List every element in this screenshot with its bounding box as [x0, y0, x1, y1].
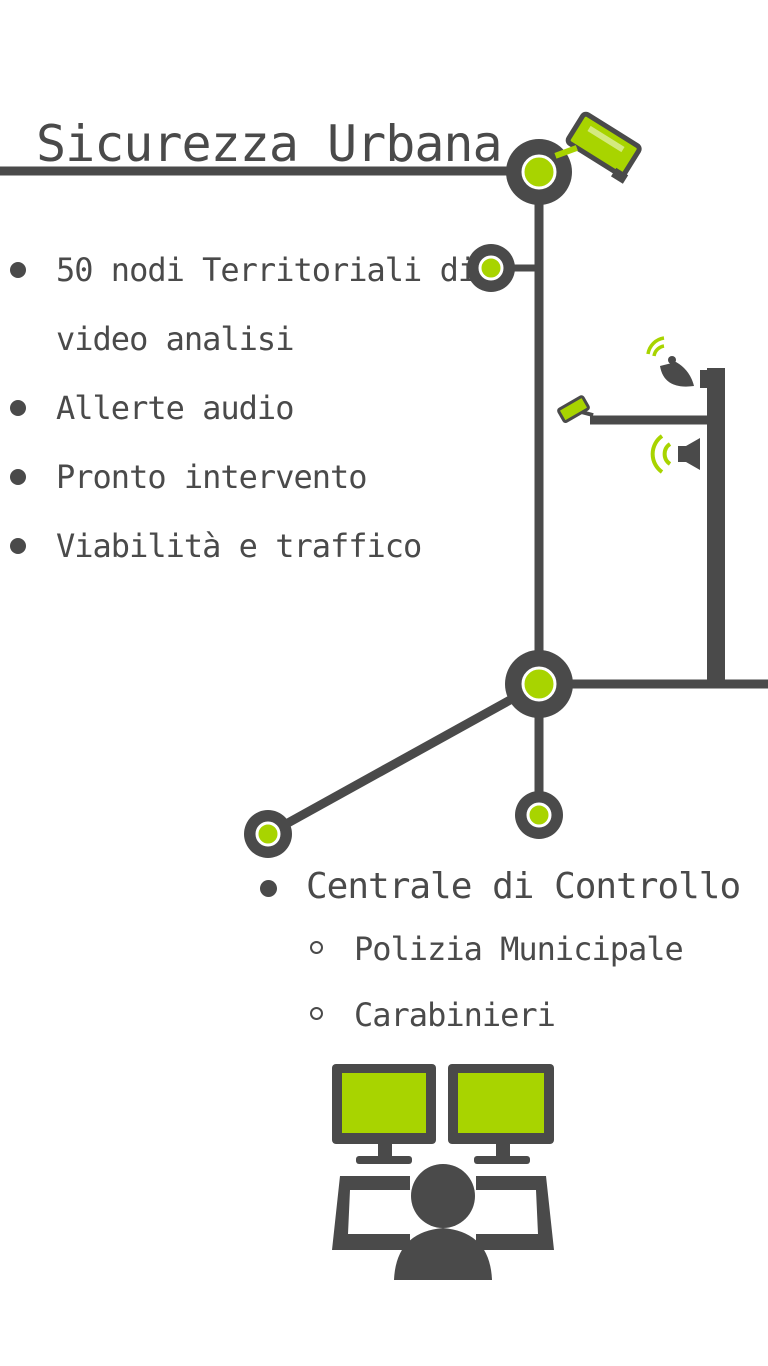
sub-list-item: Polizia Municipale: [258, 916, 758, 982]
small-camera-icon: [557, 395, 594, 423]
bullet-dot: [10, 469, 26, 485]
list-item-line: Pronto intervento: [56, 458, 368, 496]
control-center-item: Centrale di Controllo: [258, 858, 758, 916]
page-title: Sicurezza Urbana: [36, 115, 503, 173]
list-item-line: video analisi: [56, 320, 294, 358]
control-center-list: Centrale di Controllo Polizia Municipale…: [258, 858, 758, 1048]
node-hub: [505, 650, 573, 718]
bullet-dot: [10, 538, 26, 554]
list-item-line: 50 nodi Territoriali di: [56, 251, 477, 289]
list-item-line: Viabilità e traffico: [56, 527, 422, 565]
list-item: Pronto intervento: [8, 443, 478, 512]
node-bottom: [515, 791, 563, 839]
list-item-line: Allerte audio: [56, 389, 294, 427]
bullet-ring: [310, 1007, 323, 1020]
bullet-dot: [10, 400, 26, 416]
node-small-1: [467, 244, 515, 292]
bullet-dot: [10, 262, 26, 278]
sub-list-item-label: Polizia Municipale: [354, 930, 684, 968]
security-camera-icon: [554, 111, 642, 184]
list-item: Allerte audio: [8, 374, 478, 443]
sub-list-item: Carabinieri: [258, 982, 758, 1048]
list-item: Viabilità e traffico: [8, 512, 478, 581]
diagonal-line: [265, 680, 542, 838]
sub-list-item-label: Carabinieri: [354, 996, 556, 1034]
network-lines: [0, 166, 768, 838]
services-list: 50 nodi Territoriali di video analisi Al…: [8, 236, 478, 581]
list-item: 50 nodi Territoriali di video analisi: [8, 236, 478, 374]
node-left: [244, 810, 292, 858]
bullet-dot: [260, 880, 277, 897]
node-top: [506, 139, 572, 205]
control-room-operator-icon: [332, 1064, 554, 1280]
control-center-label: Centrale di Controllo: [306, 866, 741, 907]
satellite-dish-icon: [646, 336, 724, 388]
speaker-icon: [650, 434, 700, 474]
bullet-ring: [310, 941, 323, 954]
